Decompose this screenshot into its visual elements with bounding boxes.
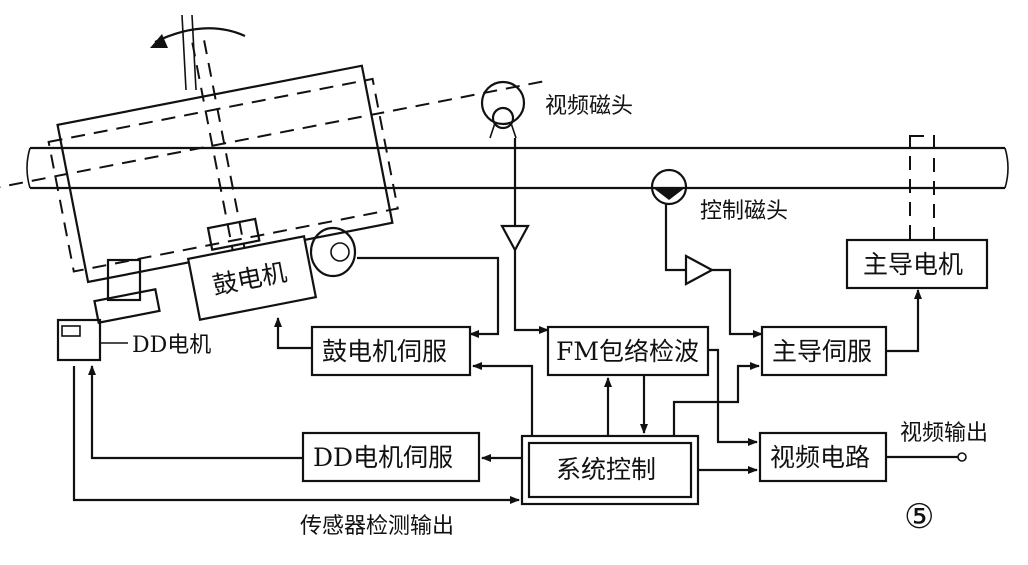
figure-number: ⑤ (904, 497, 934, 537)
dd-servo-label: DD电机伺服 (313, 443, 453, 472)
block-capstan-servo (760, 325, 888, 377)
control-head-label: 控制磁头 (700, 199, 788, 224)
drum-shaft (56, 258, 161, 362)
video-output-label: 视频输出 (900, 421, 988, 446)
capstan-servo-label: 主导伺服 (772, 337, 872, 366)
block-video-circuit (758, 431, 888, 483)
block-system-control (520, 434, 700, 506)
output-terminal-icon (957, 452, 967, 462)
control-head-icon (650, 168, 688, 206)
drum-servo-label: 鼓电机伺服 (322, 337, 447, 366)
video-amplifier-icon (500, 224, 530, 253)
sensor-output-label: 传感器检测输出 (300, 514, 454, 539)
capstan-shaft (909, 135, 935, 245)
video-head-label: 视频磁头 (545, 94, 633, 119)
rotation-arrow-icon (150, 14, 246, 91)
dd-motor-label: DD电机 (132, 333, 211, 358)
drum-pickup-icon (309, 226, 357, 278)
block-drum-servo (310, 325, 472, 377)
video-circuit-label: 视频电路 (770, 443, 870, 472)
video-head-icon (480, 80, 526, 139)
block-capstan-motor (845, 238, 989, 290)
block-dd-motor-servo (301, 431, 481, 483)
fm-detector-label: FM包络检波 (556, 337, 699, 366)
block-drum-motor: 鼓电机 (186, 235, 318, 321)
system-control-label: 系统控制 (556, 455, 656, 484)
control-amplifier-icon (684, 254, 715, 286)
capstan-motor-label: 主导电机 (863, 250, 963, 279)
magnetic-tape (26, 146, 1009, 190)
